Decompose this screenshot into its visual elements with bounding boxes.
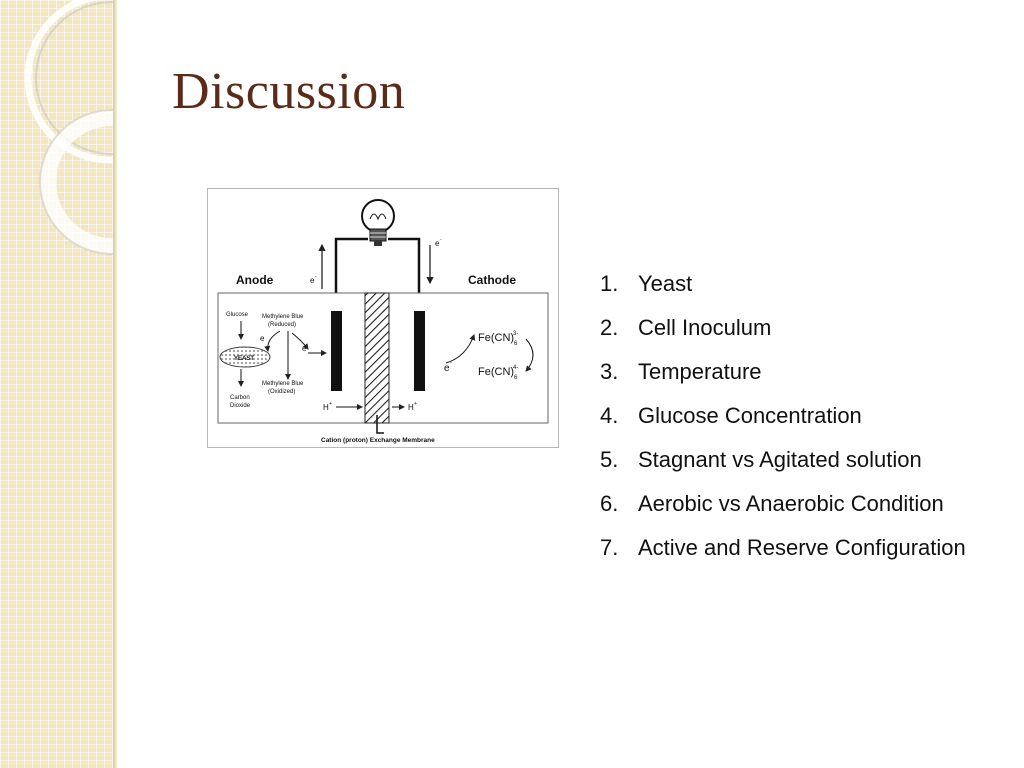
ferrocyanide-label: Fe(CN) [478,366,514,378]
slide-title: Discussion [172,63,406,120]
cathode-label: Cathode [468,273,516,287]
svg-text:6: 6 [514,375,518,381]
svg-text:+: + [414,401,417,407]
anode-electron-label: e [310,276,315,285]
svg-text:(Oxidized): (Oxidized) [268,389,295,395]
yeast-label: YEAST [234,356,254,362]
decorative-swirl [24,0,113,255]
svg-text:+: + [329,401,332,407]
list-item: 6.Aerobic vs Anaerobic Condition [600,491,944,516]
membrane-label: Cation (proton) Exchange Membrane [321,437,435,444]
svg-text:e: e [302,344,307,353]
list-item: 4.Glucose Concentration [600,403,862,428]
svg-text:e: e [260,334,265,343]
list-item: 1.Yeast [600,271,693,296]
svg-text:(Reduced): (Reduced) [268,322,296,328]
svg-text:-: - [315,274,317,280]
microbial-fuel-cell-diagram: e - e - Anode Cathode Glucose YEAST Carb… [207,188,559,448]
svg-text:4-: 4- [513,365,518,371]
ferricyanide-label: Fe(CN) [478,332,514,344]
svg-text:3-: 3- [513,331,518,337]
svg-text:-: - [450,360,452,366]
list-item: 3.Temperature [600,359,762,384]
anode-proton-label: H [323,403,329,412]
svg-text:-: - [440,237,442,243]
cathode-reaction-electron-label: e [444,363,450,374]
decorative-side-band [0,0,113,768]
discussion-factors-list: 1.Yeast 2.Cell Inoculum 3.Temperature 4.… [600,268,1010,576]
svg-text:Dioxide: Dioxide [230,403,251,409]
methylene-blue-reduced-label: Methylene Blue [262,314,304,320]
methylene-blue-oxidized-label: Methylene Blue [262,381,304,387]
list-item: 5.Stagnant vs Agitated solution [600,447,922,472]
list-item: 2.Cell Inoculum [600,315,772,340]
side-band-edge [113,0,117,768]
cathode-electron-label: e [435,239,440,248]
glucose-label: Glucose [226,312,249,318]
cathode-proton-label: H [408,403,414,412]
light-bulb-icon [361,199,395,246]
svg-text:6: 6 [514,341,518,347]
co2-label: Carbon [230,395,250,401]
list-item: 7.Active and Reserve Configuration [600,535,966,560]
anode-label: Anode [236,273,274,287]
